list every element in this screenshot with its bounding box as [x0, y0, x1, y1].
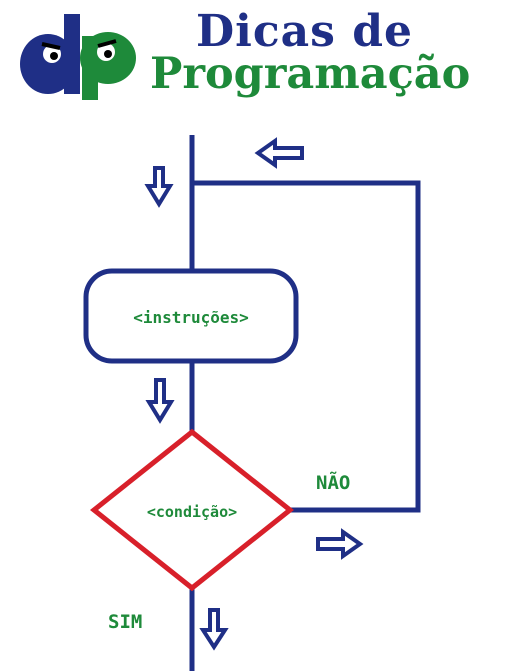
dp-logo-mark [20, 14, 136, 100]
decision-diamond [89, 428, 295, 592]
arrow-left-icon [254, 137, 304, 169]
process-box [83, 268, 299, 364]
process-label: <instruções> [133, 308, 249, 327]
arrow-down-icon [199, 608, 229, 651]
loop-back-line [192, 180, 421, 513]
logo-title-line2: Programação [150, 49, 471, 99]
decision-label: <condição> [147, 503, 237, 521]
arrow-down-icon [145, 378, 175, 424]
yes-label: SIM [108, 611, 142, 633]
logo: Dicas de Programação [0, 0, 518, 130]
no-label: NÃO [316, 470, 350, 494]
arrow-right-icon [316, 528, 364, 560]
logo-title-line1: Dicas de [196, 6, 414, 57]
arrow-down-icon [144, 166, 174, 208]
